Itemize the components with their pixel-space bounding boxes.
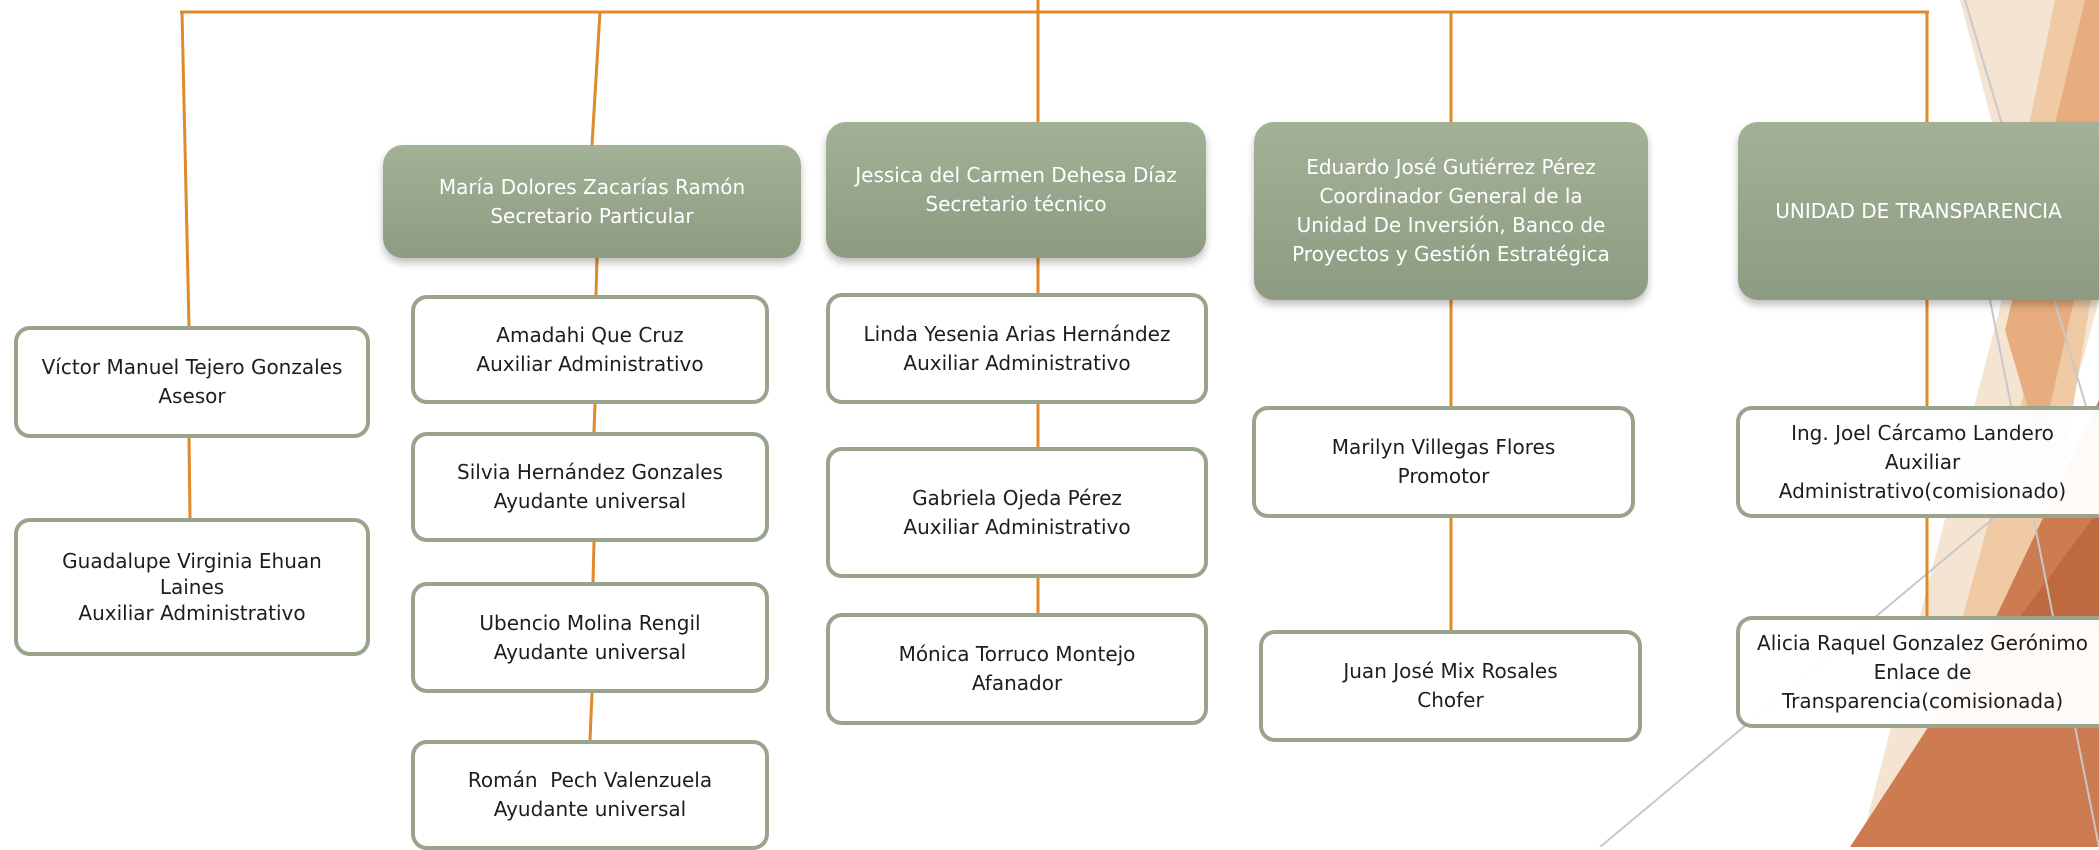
- col2-link-2: [594, 257, 599, 296]
- col2-link-3: [592, 403, 597, 433]
- member-role: Enlace de Transparencia(comisionada): [1781, 659, 2064, 713]
- member-name: Román Pech Valenzuela: [467, 768, 713, 792]
- member-card: Juan José Mix Rosales Chofer: [1259, 630, 1642, 742]
- member-name: Silvia Hernández Gonzales: [457, 460, 723, 484]
- member-role: Promotor: [1397, 464, 1490, 488]
- member-name: Guadalupe Virginia Ehuan Laines: [62, 549, 322, 599]
- member-role: Ayudante universal: [493, 639, 687, 664]
- member-card: Román Pech Valenzuela Ayudante universal: [411, 740, 769, 850]
- member-card: Silvia Hernández Gonzales Ayudante unive…: [411, 432, 769, 542]
- member-name: Marilyn Villegas Flores: [1331, 435, 1556, 459]
- bg-line-2: [1989, 299, 2099, 847]
- member-card: Marilyn Villegas Flores Promotor: [1252, 406, 1635, 518]
- bg-shape-rust: [2010, 510, 2099, 630]
- head-name: Jessica del Carmen Dehesa Díaz: [855, 163, 1177, 187]
- member-role: Asesor: [158, 384, 226, 408]
- member-name: Amadahi Que Cruz: [496, 322, 684, 347]
- head-role: Secretario Particular: [490, 203, 694, 228]
- member-card-auxiliar: Guadalupe Virginia Ehuan Laines Auxiliar…: [14, 518, 370, 656]
- head-name: Eduardo José Gutiérrez Pérez: [1306, 155, 1596, 179]
- head-role: Coordinador General de la Unidad De Inve…: [1292, 184, 1610, 266]
- member-card: Alicia Raquel Gonzalez Gerónimo Enlace d…: [1736, 616, 2099, 728]
- col1-link: [180, 11, 191, 327]
- member-card: Gabriela Ojeda Pérez Auxiliar Administra…: [826, 447, 1208, 578]
- member-role: Auxiliar Administrativo(comisionado): [1778, 449, 2067, 503]
- member-name: Ing. Joel Cárcamo Landero: [1791, 420, 2054, 445]
- member-role: Chofer: [1417, 688, 1484, 712]
- col2-link-5: [588, 692, 594, 741]
- col2-link-4: [591, 541, 596, 583]
- member-card: Ubencio Molina Rengil Ayudante universal: [411, 582, 769, 693]
- member-name: Gabriela Ojeda Pérez: [912, 485, 1122, 510]
- member-name: Víctor Manuel Tejero Gonzales: [41, 355, 343, 379]
- member-card-asesor: Víctor Manuel Tejero Gonzales Asesor: [14, 326, 370, 438]
- col1-link-2: [187, 437, 192, 519]
- head-card-unidad-transparencia: UNIDAD DE TRANSPARENCIA: [1738, 122, 2099, 300]
- member-card: Linda Yesenia Arias Hernández Auxiliar A…: [826, 293, 1208, 404]
- member-card: Mónica Torruco Montejo Afanador: [826, 613, 1208, 725]
- member-name: Juan José Mix Rosales: [1343, 659, 1558, 683]
- bg-shape-orange: [1850, 400, 2099, 847]
- member-role: Afanador: [971, 671, 1063, 695]
- member-role: Auxiliar Administrativo: [476, 351, 704, 376]
- member-role: Auxiliar Administrativo: [78, 601, 306, 625]
- head-name: UNIDAD DE TRANSPARENCIA: [1775, 198, 2062, 223]
- member-name: Mónica Torruco Montejo: [898, 642, 1136, 666]
- member-role: Ayudante universal: [493, 797, 687, 821]
- member-name: Ubencio Molina Rengil: [479, 610, 701, 635]
- member-name: Alicia Raquel Gonzalez Gerónimo: [1757, 630, 2088, 655]
- member-name: Linda Yesenia Arias Hernández: [863, 321, 1171, 346]
- member-card: Ing. Joel Cárcamo Landero Auxiliar Admin…: [1736, 406, 2099, 518]
- head-card-coordinador-general: Eduardo José Gutiérrez Pérez Coordinador…: [1254, 122, 1648, 300]
- col2-link: [590, 11, 602, 146]
- member-card: Amadahi Que Cruz Auxiliar Administrativo: [411, 295, 769, 404]
- head-card-secretario-particular: María Dolores Zacarías Ramón Secretario …: [383, 145, 801, 258]
- head-role: Secretario técnico: [925, 192, 1107, 216]
- head-name: María Dolores Zacarías Ramón: [438, 174, 746, 199]
- member-role: Auxiliar Administrativo: [903, 514, 1131, 539]
- member-role: Auxiliar Administrativo: [903, 350, 1131, 375]
- head-card-secretario-tecnico: Jessica del Carmen Dehesa Díaz Secretari…: [826, 122, 1206, 258]
- member-role: Ayudante universal: [493, 489, 687, 513]
